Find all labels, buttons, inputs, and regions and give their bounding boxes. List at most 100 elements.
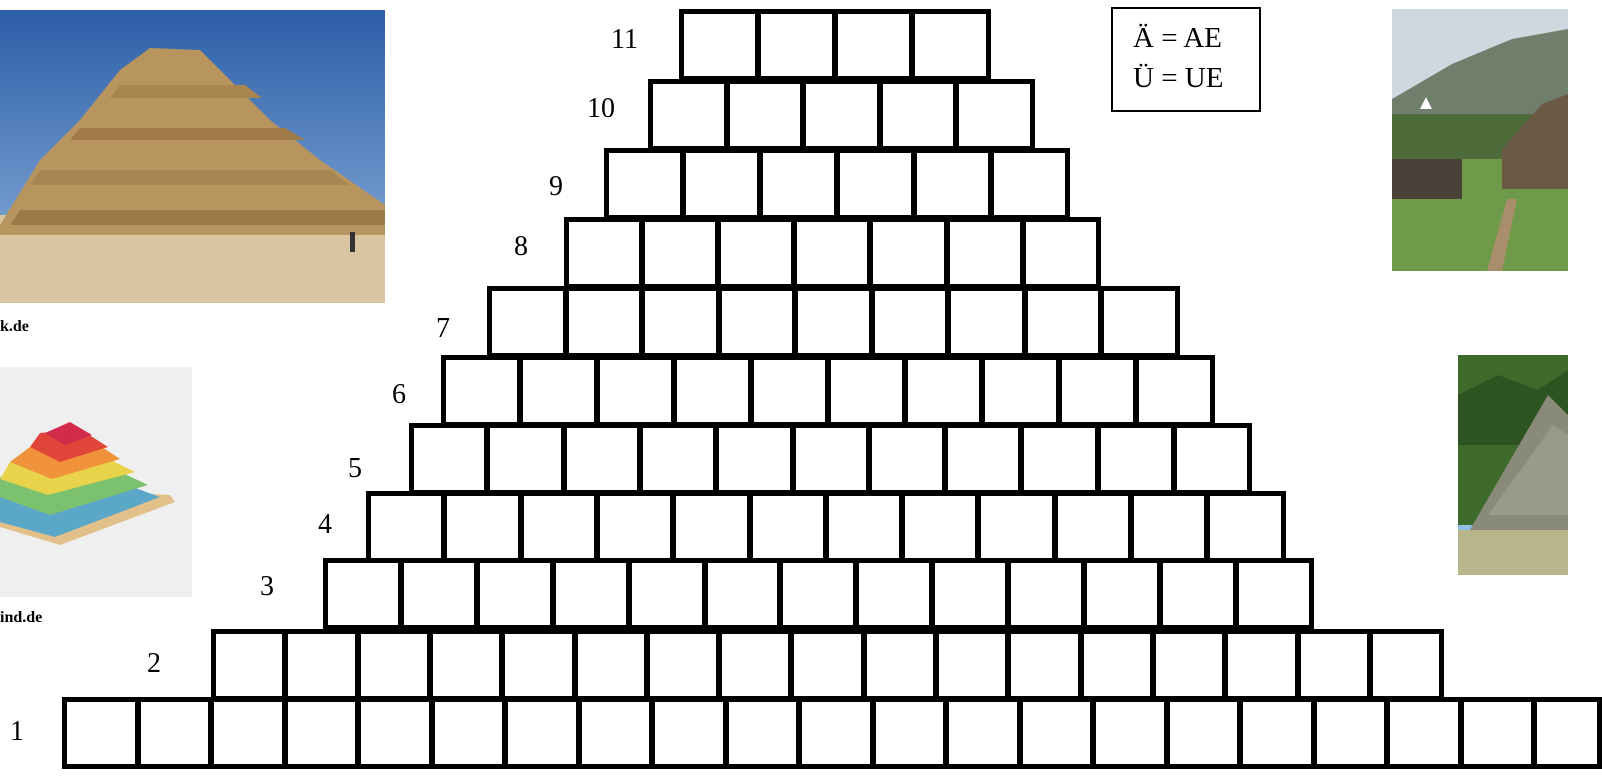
letter-cell[interactable] xyxy=(930,558,1010,630)
letter-cell[interactable] xyxy=(758,148,839,220)
letter-cell[interactable] xyxy=(595,355,676,427)
letter-cell[interactable] xyxy=(671,491,752,563)
letter-cell[interactable] xyxy=(645,629,721,701)
letter-cell[interactable] xyxy=(943,423,1023,495)
letter-cell[interactable] xyxy=(1296,629,1372,701)
letter-cell[interactable] xyxy=(1151,629,1227,701)
letter-cell[interactable] xyxy=(577,697,654,769)
letter-cell[interactable] xyxy=(211,629,287,701)
letter-cell[interactable] xyxy=(976,491,1057,563)
letter-cell[interactable] xyxy=(209,697,287,769)
letter-cell[interactable] xyxy=(792,217,872,289)
letter-cell[interactable] xyxy=(679,9,760,81)
letter-cell[interactable] xyxy=(1053,491,1133,563)
letter-cell[interactable] xyxy=(1385,697,1463,769)
letter-cell[interactable] xyxy=(475,558,555,630)
letter-cell[interactable] xyxy=(1096,423,1176,495)
letter-cell[interactable] xyxy=(500,629,577,701)
letter-cell[interactable] xyxy=(564,286,644,358)
letter-cell[interactable] xyxy=(640,286,721,358)
letter-cell[interactable] xyxy=(871,697,948,769)
letter-cell[interactable] xyxy=(356,629,432,701)
letter-cell[interactable] xyxy=(824,491,904,563)
letter-cell[interactable] xyxy=(703,558,782,630)
letter-cell[interactable] xyxy=(519,491,599,563)
letter-cell[interactable] xyxy=(870,286,950,358)
letter-cell[interactable] xyxy=(1312,697,1389,769)
letter-cell[interactable] xyxy=(1129,491,1209,563)
letter-cell[interactable] xyxy=(485,423,566,495)
letter-cell[interactable] xyxy=(1021,217,1101,289)
letter-cell[interactable] xyxy=(323,558,403,630)
letter-cell[interactable] xyxy=(797,697,875,769)
letter-cell[interactable] xyxy=(1158,558,1238,630)
letter-cell[interactable] xyxy=(793,286,874,358)
letter-cell[interactable] xyxy=(1205,491,1286,563)
letter-cell[interactable] xyxy=(716,217,796,289)
letter-cell[interactable] xyxy=(1079,629,1155,701)
letter-cell[interactable] xyxy=(934,629,1010,701)
letter-cell[interactable] xyxy=(487,286,568,358)
letter-cell[interactable] xyxy=(910,9,991,81)
letter-cell[interactable] xyxy=(283,697,360,769)
letter-cell[interactable] xyxy=(409,423,489,495)
letter-cell[interactable] xyxy=(1234,558,1314,630)
letter-cell[interactable] xyxy=(1099,286,1180,358)
letter-cell[interactable] xyxy=(428,629,504,701)
letter-cell[interactable] xyxy=(791,423,871,495)
letter-cell[interactable] xyxy=(564,217,644,289)
letter-cell[interactable] xyxy=(1057,355,1138,427)
letter-cell[interactable] xyxy=(945,217,1025,289)
letter-cell[interactable] xyxy=(867,423,947,495)
letter-cell[interactable] xyxy=(749,355,830,427)
letter-cell[interactable] xyxy=(835,148,916,220)
letter-cell[interactable] xyxy=(1368,629,1444,701)
letter-cell[interactable] xyxy=(1091,697,1169,769)
letter-cell[interactable] xyxy=(954,79,1035,151)
letter-cell[interactable] xyxy=(648,79,729,151)
letter-cell[interactable] xyxy=(1006,558,1086,630)
letter-cell[interactable] xyxy=(862,629,938,701)
letter-cell[interactable] xyxy=(989,148,1070,220)
letter-cell[interactable] xyxy=(944,697,1022,769)
letter-cell[interactable] xyxy=(627,558,707,630)
letter-cell[interactable] xyxy=(1165,697,1242,769)
letter-cell[interactable] xyxy=(1134,355,1215,427)
letter-cell[interactable] xyxy=(833,9,914,81)
letter-cell[interactable] xyxy=(826,355,907,427)
letter-cell[interactable] xyxy=(562,423,642,495)
letter-cell[interactable] xyxy=(366,491,446,563)
letter-cell[interactable] xyxy=(778,558,858,630)
letter-cell[interactable] xyxy=(604,148,685,220)
letter-cell[interactable] xyxy=(903,355,984,427)
letter-cell[interactable] xyxy=(900,491,980,563)
letter-cell[interactable] xyxy=(1082,558,1162,630)
letter-cell[interactable] xyxy=(503,697,581,769)
letter-cell[interactable] xyxy=(1006,629,1083,701)
letter-cell[interactable] xyxy=(1023,286,1103,358)
letter-cell[interactable] xyxy=(650,697,728,769)
letter-cell[interactable] xyxy=(62,697,140,769)
letter-cell[interactable] xyxy=(518,355,599,427)
letter-cell[interactable] xyxy=(441,355,522,427)
letter-cell[interactable] xyxy=(638,423,718,495)
letter-cell[interactable] xyxy=(725,79,805,151)
letter-cell[interactable] xyxy=(717,286,797,358)
letter-cell[interactable] xyxy=(551,558,631,630)
letter-cell[interactable] xyxy=(573,629,649,701)
letter-cell[interactable] xyxy=(1172,423,1252,495)
letter-cell[interactable] xyxy=(672,355,753,427)
letter-cell[interactable] xyxy=(595,491,675,563)
letter-cell[interactable] xyxy=(868,217,949,289)
letter-cell[interactable] xyxy=(399,558,479,630)
letter-cell[interactable] xyxy=(356,697,434,769)
letter-cell[interactable] xyxy=(283,629,360,701)
letter-cell[interactable] xyxy=(1459,697,1536,769)
letter-cell[interactable] xyxy=(1018,697,1095,769)
letter-cell[interactable] xyxy=(912,148,993,220)
letter-cell[interactable] xyxy=(789,629,866,701)
letter-cell[interactable] xyxy=(717,629,793,701)
letter-cell[interactable] xyxy=(1019,423,1100,495)
letter-cell[interactable] xyxy=(756,9,837,81)
letter-cell[interactable] xyxy=(442,491,523,563)
